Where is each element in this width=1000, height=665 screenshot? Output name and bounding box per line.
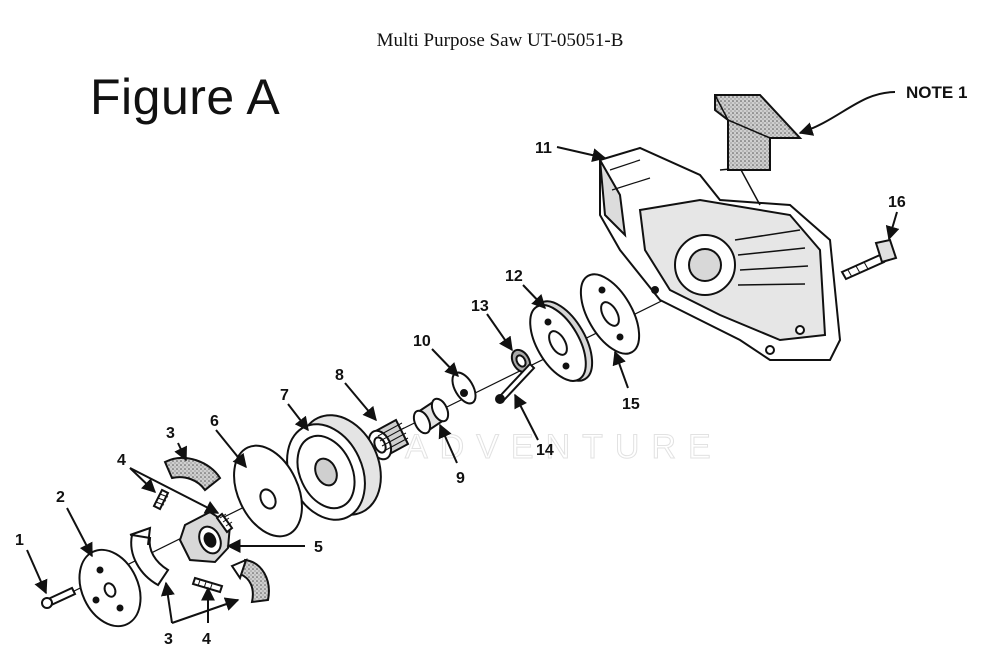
part-15-plate <box>579 273 641 355</box>
part-6-plate <box>233 444 303 538</box>
callout-8: 8 <box>335 367 344 384</box>
note-arrow <box>798 91 896 136</box>
callout-10: 10 <box>413 333 431 350</box>
crankcase-housing <box>599 146 842 361</box>
callout-4-top: 4 <box>117 452 126 469</box>
callout-15: 15 <box>622 396 640 413</box>
callout-16: 16 <box>888 194 906 211</box>
callout-2: 2 <box>56 489 65 506</box>
leader-lines <box>26 146 900 624</box>
callout-1: 1 <box>15 532 24 549</box>
part-9-bushing <box>412 397 450 435</box>
figure-label: Figure A <box>90 69 281 125</box>
part-14-screw <box>495 362 536 404</box>
part-3-clutch-shoes <box>129 457 270 604</box>
callout-13: 13 <box>471 298 489 315</box>
callout-3-bottom: 3 <box>164 631 173 648</box>
callout-labels: 1 2 3 4 5 6 7 8 9 10 11 12 13 14 15 16 3… <box>15 140 906 648</box>
callout-7: 7 <box>280 387 289 404</box>
part-7-clutch-drum <box>286 414 382 521</box>
part-10-washer <box>451 371 477 405</box>
part-12-disc <box>529 300 594 382</box>
note-label: NOTE 1 <box>906 83 968 102</box>
note-block <box>714 94 803 171</box>
callout-12: 12 <box>505 268 523 285</box>
callout-4-bottom: 4 <box>202 631 211 648</box>
callout-5: 5 <box>314 539 323 556</box>
part-16-bolt <box>840 238 898 281</box>
page-title: Multi Purpose Saw UT-05051-B <box>376 30 624 51</box>
watermark: ADVENTURE <box>405 428 723 466</box>
callout-14: 14 <box>536 442 554 459</box>
part-1-bolt <box>41 586 77 609</box>
callout-6: 6 <box>210 413 219 430</box>
part-2-cover-plate <box>78 548 142 628</box>
callout-9: 9 <box>456 470 465 487</box>
callout-3-top: 3 <box>166 425 175 442</box>
part-5-clutch-hub <box>178 510 232 564</box>
callout-11: 11 <box>535 140 552 157</box>
